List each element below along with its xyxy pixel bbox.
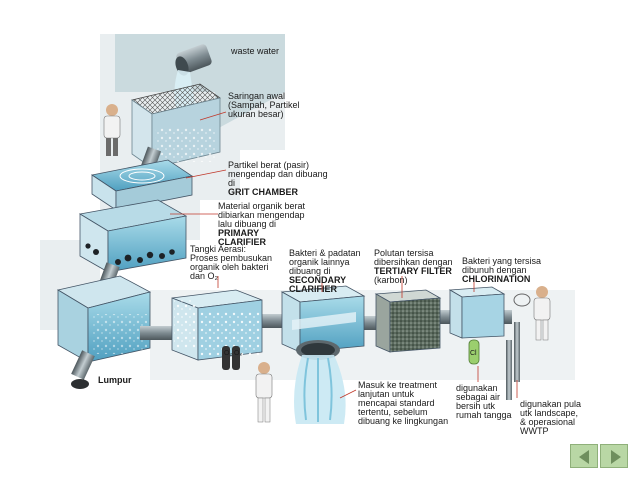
secondary-clarifier <box>280 285 366 353</box>
aeration-tank <box>171 289 263 370</box>
label-screen: Saringan awal (Sampah, Partikel ukuran b… <box>228 91 300 119</box>
sludge-tank <box>56 275 152 363</box>
label-secondary-clarifier-bold: SECONDARY CLARIFIER <box>289 275 347 294</box>
label-chlorination-text: Bakteri yang tersisa dibunuh dengan <box>462 256 542 275</box>
tertiary-filter-tank <box>374 289 442 353</box>
label-primary-clarifier-bold: PRIMARY CLARIFIER <box>218 228 266 247</box>
arrow-right-icon <box>611 450 621 464</box>
label-tertiary-filter-suffix: (karbon) <box>374 275 408 285</box>
arrow-left-icon <box>579 450 589 464</box>
grit-chamber <box>90 159 194 211</box>
label-advanced-treatment: Masuk ke treatment lanjutan untuk mencap… <box>358 380 449 426</box>
label-grit-chamber: Partikel berat (pasir) mengendap dan dib… <box>228 152 328 197</box>
label-household-use: digunakan sebagai air bersih utk rumah t… <box>456 383 512 420</box>
label-tertiary-filter-text: Polutan tersisa dibersihkan dengan <box>374 248 453 267</box>
prev-slide-button[interactable] <box>570 444 598 468</box>
label-grit-chamber-bold: GRIT CHAMBER <box>228 187 298 197</box>
primary-clarifier <box>78 199 188 273</box>
label-landscape-use: digunakan pula utk landscape, & operasio… <box>520 399 582 436</box>
worker-right <box>513 286 551 341</box>
label-chlorination: Bakteri yang tersisa dibunuh dengan CHLO… <box>462 248 541 284</box>
label-o2-a: O₂ <box>224 350 233 357</box>
label-lumpur: Lumpur <box>98 375 132 385</box>
label-secondary-clarifier-text: Bakteri & padatan organik lainnya dibuan… <box>289 248 361 276</box>
worker-bottom-center <box>255 362 273 423</box>
label-tertiary-filter: Polutan tersisa dibersihkan dengan TERTI… <box>374 240 453 285</box>
label-aeration-tank: Tangki Aerasi: Proses pembusukan organik… <box>190 244 273 281</box>
label-cl: Cl <box>470 350 477 357</box>
label-secondary-clarifier: Bakteri & padatan organik lainnya dibuan… <box>289 240 361 294</box>
sludge-outlet-pipe <box>71 350 95 389</box>
label-tertiary-filter-bold: TERTIARY FILTER <box>374 266 452 276</box>
label-chlorination-bold: CHLORINATION <box>462 274 531 284</box>
label-primary-clarifier-text: Material organik berat dibiarkan mengend… <box>218 201 306 229</box>
worker-top-left <box>103 104 121 156</box>
label-grit-chamber-text: Partikel berat (pasir) mengendap dan dib… <box>228 160 328 188</box>
effluent-outflow <box>294 340 346 424</box>
next-slide-button[interactable] <box>600 444 628 468</box>
label-waste-water: waste water <box>231 46 280 56</box>
output-pipes <box>506 322 520 400</box>
label-primary-clarifier: Material organik berat dibiarkan mengend… <box>218 193 305 247</box>
leader-lines <box>170 111 518 399</box>
chlorination-tank <box>448 286 506 365</box>
label-o2-b: O₂ <box>234 350 243 357</box>
